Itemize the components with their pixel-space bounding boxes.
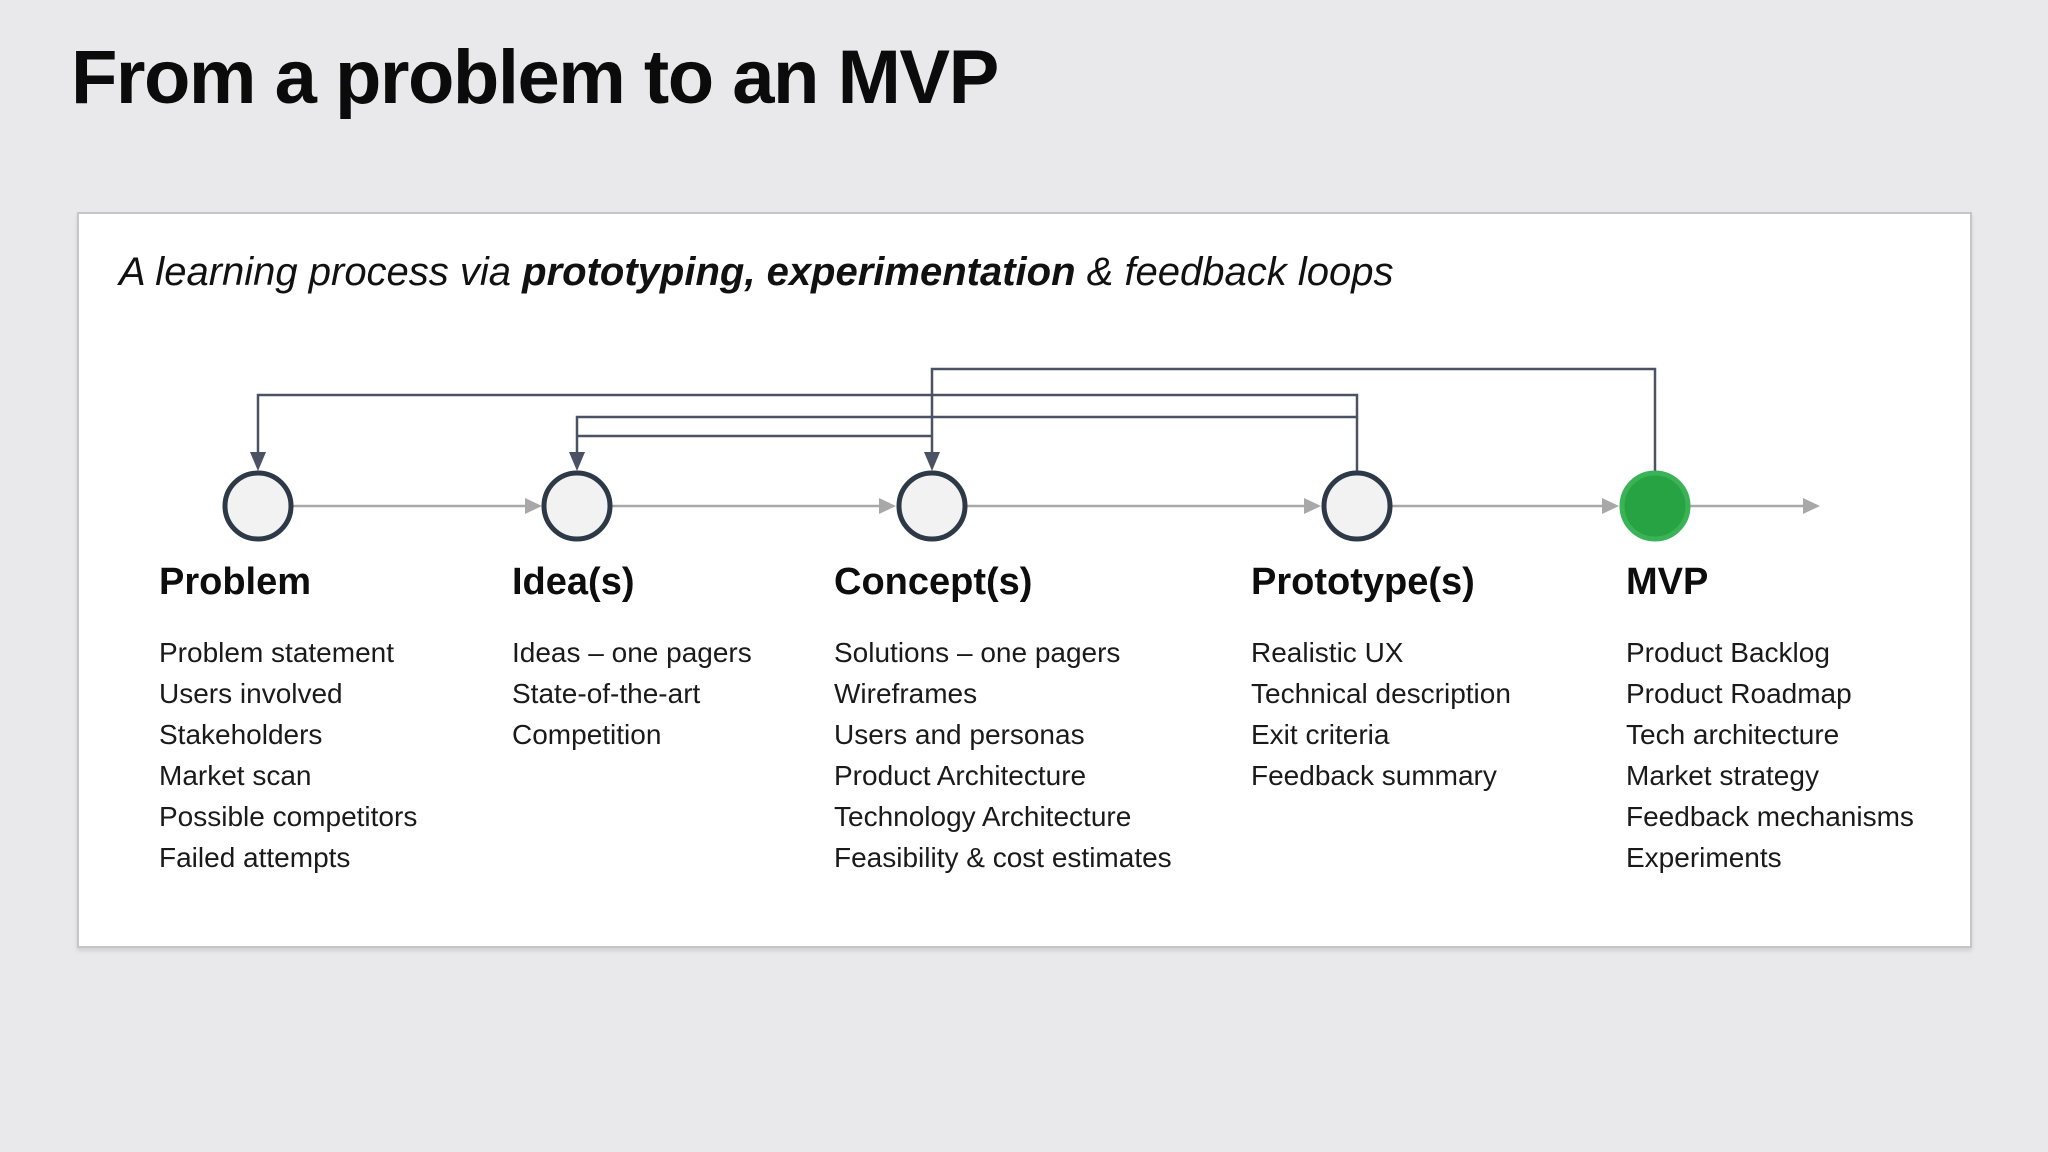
stage-item: Problem statement bbox=[159, 636, 394, 668]
node-concepts bbox=[896, 470, 968, 542]
node-prototypes bbox=[1321, 470, 1393, 542]
node-problem bbox=[222, 470, 294, 542]
node-ideas bbox=[541, 470, 613, 542]
stage-column-ideas: Idea(s) Ideas – one pagers State-of-the-… bbox=[512, 560, 752, 755]
flow-arrowhead-to-prototypes-icon bbox=[1304, 498, 1321, 514]
stage-column-problem: Problem Problem statement Users involved… bbox=[159, 560, 417, 878]
stage-item: Wireframes bbox=[834, 677, 978, 709]
stage-heading: MVP bbox=[1626, 561, 1709, 603]
stage-item: Possible competitors bbox=[159, 800, 418, 832]
process-flow-diagram bbox=[222, 367, 1820, 542]
stage-item: Solutions – one pagers bbox=[834, 636, 1121, 668]
stage-heading: Prototype(s) bbox=[1251, 561, 1475, 603]
process-card: A learning process via prototyping, expe… bbox=[77, 212, 1972, 948]
stage-item: Technical description bbox=[1251, 677, 1511, 709]
stage-item: Market strategy bbox=[1626, 759, 1819, 791]
stage-item: Exit criteria bbox=[1251, 718, 1390, 750]
stage-item: Realistic UX bbox=[1251, 636, 1404, 668]
stage-item: Market scan bbox=[159, 759, 312, 791]
stage-column-mvp: MVP Product Backlog Product Roadmap Tech… bbox=[1626, 560, 1914, 878]
feedback-line-mvp-to-concepts bbox=[930, 367, 1657, 475]
slide-title: From a problem to an MVP bbox=[71, 35, 999, 120]
subtitle-emphasis: prototyping, experimentation bbox=[522, 250, 1076, 294]
subtitle-suffix: & feedback loops bbox=[1075, 250, 1394, 294]
stage-item: Tech architecture bbox=[1626, 718, 1840, 750]
stage-heading: Problem bbox=[159, 561, 312, 603]
stage-item: Feedback summary bbox=[1251, 759, 1497, 791]
stage-item: Product Architecture bbox=[834, 759, 1087, 791]
subtitle-prefix: A learning process via bbox=[119, 250, 523, 294]
stage-item: Experiments bbox=[1626, 841, 1782, 873]
stage-item: Users and personas bbox=[834, 718, 1085, 750]
flow-arrowhead-outward-icon bbox=[1803, 498, 1820, 514]
stage-item: Product Roadmap bbox=[1626, 677, 1852, 709]
node-mvp bbox=[1619, 470, 1691, 542]
stage-item: Product Backlog bbox=[1626, 636, 1830, 668]
feedback-arrowhead-into-problem-icon bbox=[250, 452, 266, 471]
feedback-line-prototypes-to-problem bbox=[256, 393, 1359, 475]
stage-item: Feedback mechanisms bbox=[1626, 800, 1914, 832]
flow-arrowhead-to-ideas-icon bbox=[525, 498, 542, 514]
stage-item: State-of-the-art bbox=[512, 677, 701, 709]
stage-column-prototypes: Prototype(s) Realistic UX Technical desc… bbox=[1251, 560, 1511, 796]
stage-item: Ideas – one pagers bbox=[512, 636, 752, 668]
feedback-arrowhead-into-concepts-icon bbox=[924, 452, 940, 471]
flow-arrowhead-to-mvp-icon bbox=[1602, 498, 1619, 514]
stage-heading: Concept(s) bbox=[834, 561, 1033, 603]
stage-item: Stakeholders bbox=[159, 718, 323, 750]
flow-arrowhead-to-concepts-icon bbox=[879, 498, 896, 514]
stage-item: Users involved bbox=[159, 677, 343, 709]
stage-heading: Idea(s) bbox=[512, 561, 635, 603]
stage-item: Technology Architecture bbox=[834, 800, 1132, 832]
card-subtitle: A learning process via prototyping, expe… bbox=[119, 250, 1394, 295]
stage-column-concepts: Concept(s) Solutions – one pagers Wirefr… bbox=[834, 560, 1172, 878]
feedback-line-prototypes-to-ideas bbox=[575, 415, 1357, 454]
feedback-arrowhead-into-ideas-icon bbox=[569, 452, 585, 471]
stage-item: Feasibility & cost estimates bbox=[834, 841, 1172, 873]
stage-item: Failed attempts bbox=[159, 841, 351, 873]
stage-item: Competition bbox=[512, 718, 662, 750]
